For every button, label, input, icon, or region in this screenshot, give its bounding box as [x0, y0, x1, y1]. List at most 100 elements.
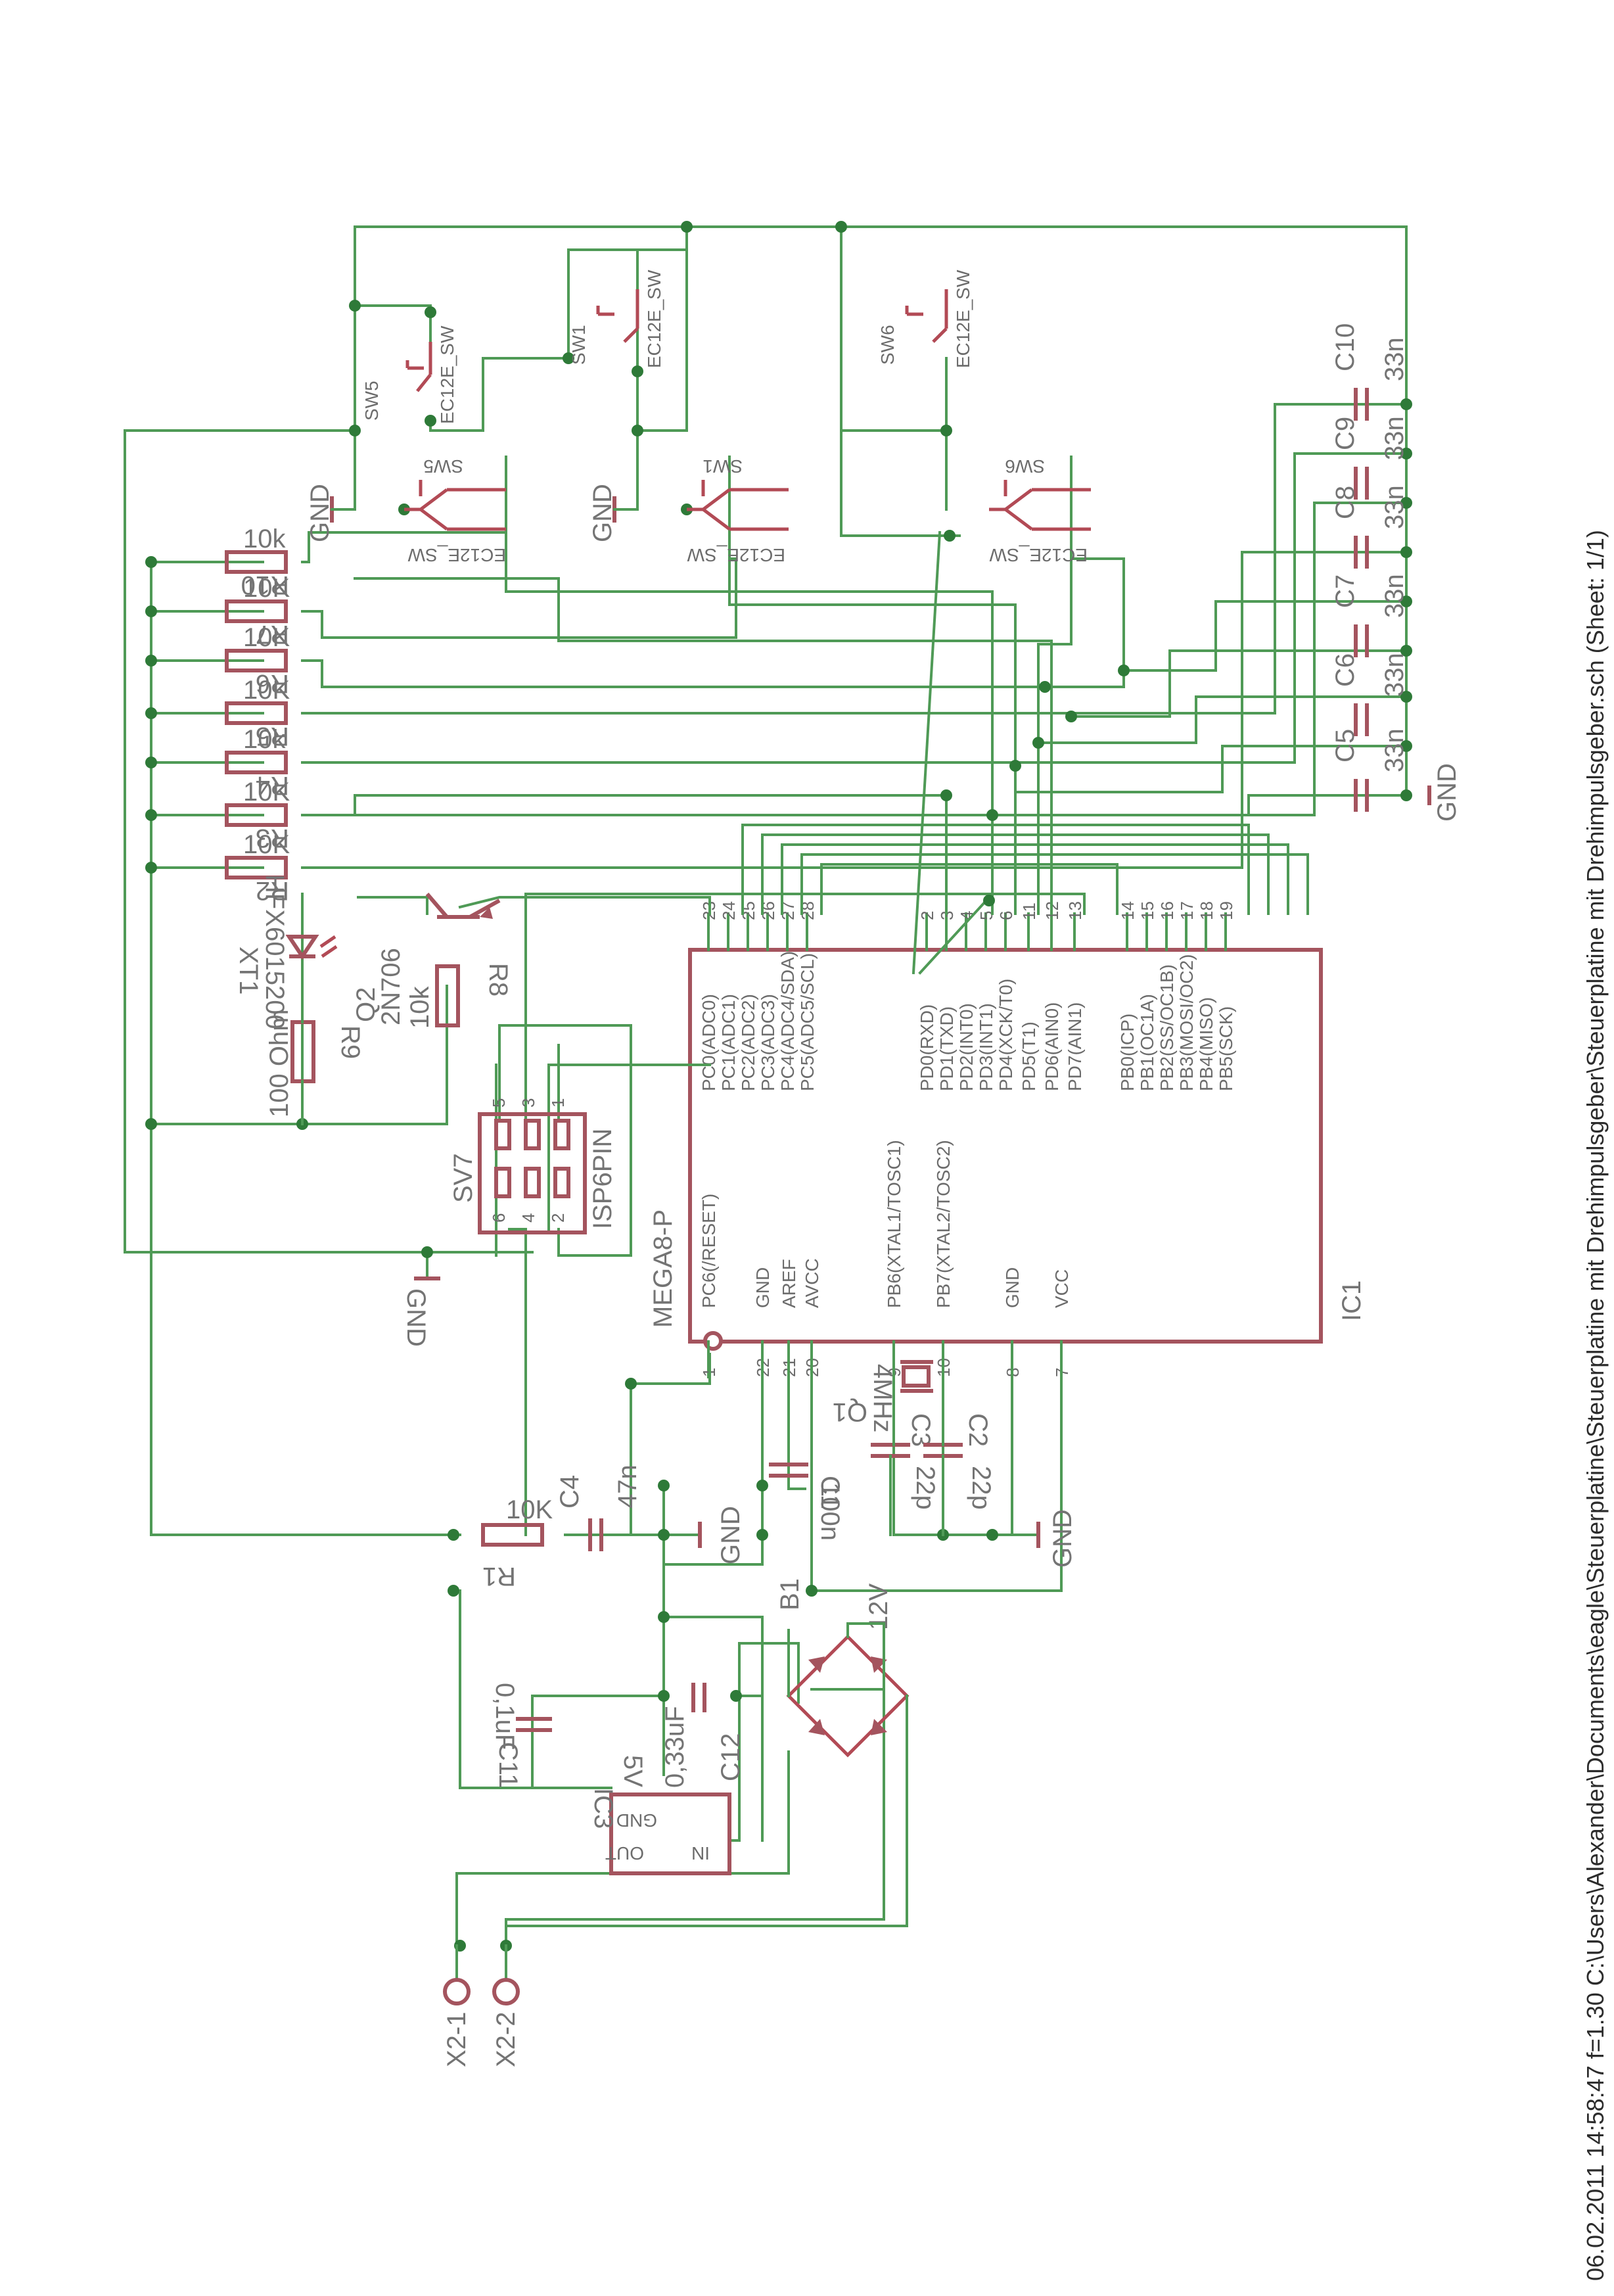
sw6-type-top: EC12E_SW [953, 269, 973, 368]
c2-name: C2 [963, 1413, 992, 1447]
resistor-name: R7 [256, 620, 289, 649]
sw1-name-mid: SW1 [703, 456, 743, 477]
sv7-pin-1: 1 [548, 1098, 568, 1108]
ic1-pin-label: PB5(SCK) [1216, 1006, 1236, 1091]
resistor-value: 10k [243, 525, 286, 553]
ic1-pin-label: VCC [1051, 1269, 1072, 1308]
ic1-pin-label: PC1(ADC1) [718, 994, 739, 1091]
capacitor-c1: 100n C1 [769, 1463, 844, 1541]
sv7-pin-6: 6 [489, 1213, 509, 1223]
capacitor-value: 33n [1380, 574, 1409, 618]
ic1-pin-label: PC6(/RESET) [699, 1194, 719, 1308]
ic3-pin-in: IN [691, 1843, 710, 1863]
resistor-name: R6 [256, 669, 289, 698]
c2-value: 22p [967, 1466, 996, 1510]
r1-value: 10K [506, 1495, 553, 1524]
gnd-symbol-isp: GND [402, 1277, 440, 1347]
sw6-type-mid: EC12E_SW [989, 545, 1088, 565]
c3-name: C3 [906, 1413, 935, 1447]
resistor-name: R2 [256, 876, 289, 905]
gnd-symbol-c1: GND [698, 1506, 745, 1564]
c11-value: 0,1uF [490, 1683, 519, 1750]
capacitor-c2: 22p C2 [923, 1413, 996, 1510]
ic1-pin-label: PC5(ADC5/SCL) [797, 953, 818, 1091]
capacitor-name: C7 [1331, 574, 1360, 608]
sw6-name-top: SW6 [877, 325, 898, 365]
led-name: XT1 [234, 947, 263, 995]
gnd-label-isp: GND [402, 1288, 430, 1347]
ic3-pin-gnd: GND [616, 1810, 657, 1831]
isp-header-sv7: 5 3 1 6 4 2 SV7 ISP6PIN [449, 1098, 617, 1234]
encoder-sw5-mid: SW5 EC12E_SW [404, 456, 506, 565]
capacitor-value: 33n [1380, 728, 1409, 772]
resistor-name: R3 [256, 824, 289, 853]
c4-name: C4 [555, 1475, 584, 1509]
ic3-pin-out: OUT [605, 1843, 644, 1863]
ic1-pin-number: 16 [1157, 901, 1177, 920]
terminal-x2-1: X2-1 [442, 1944, 471, 2068]
resistor-body [225, 599, 288, 623]
ic1-pin-label: PD5(T1) [1019, 1021, 1039, 1091]
c12-name: C12 [716, 1733, 745, 1781]
q1-name: Q1 [833, 1397, 867, 1426]
resistor-name: R4 [256, 771, 289, 800]
ic1-pin-label: PC2(ADC2) [738, 994, 758, 1091]
ic1-pin-number: 14 [1118, 901, 1138, 920]
ic1-pin-label: PB4(MISO) [1196, 997, 1216, 1091]
sv7-name: SV7 [449, 1153, 478, 1203]
ic1-pin-label: PD4(XCK/T0) [996, 979, 1016, 1091]
ic1-pin-label: GND [752, 1267, 773, 1308]
ic1-pin-number: 15 [1138, 901, 1157, 920]
capacitor-name: C9 [1331, 417, 1360, 450]
ic1-pin-label: PD1(TXD) [936, 1006, 957, 1091]
sw5-name-mid: SW5 [423, 456, 463, 477]
encoder-sw6-top: EC12E_SW SW6 [877, 269, 973, 368]
regulator-ic3: GND OUT IN IC3 5V [589, 1755, 731, 1875]
resistor-value: 10K [243, 676, 290, 705]
r1-name: R1 [482, 1562, 516, 1591]
ic1-pin-label: PB3(MOSI/OC2) [1176, 954, 1197, 1091]
led-type: HFX6015200 [260, 874, 289, 1029]
r8-value: 10k [405, 986, 434, 1029]
resistor-value: 10K [243, 830, 290, 859]
ic1-pin-label: AREF [779, 1259, 799, 1308]
capacitor-name: C5 [1331, 729, 1360, 762]
ic1-pin-label: PD7(AIN1) [1065, 1002, 1085, 1091]
resistor-value: 10K [243, 778, 290, 807]
q1-value: 4MHz [868, 1364, 897, 1432]
ic1-pin-number: 13 [1065, 901, 1085, 920]
capacitor-c4: 47n C4 [555, 1464, 642, 1551]
ic1-pin-number: 18 [1197, 901, 1216, 920]
ic1-pin-label: PD3(INT1) [976, 1003, 996, 1091]
ic1-pin-label: PB2(SS/OC1B) [1157, 964, 1177, 1091]
capacitor-value: 33n [1380, 485, 1409, 529]
capacitor-c3: 22p C3 [871, 1413, 940, 1510]
sw1-type-top: EC12E_SW [644, 269, 664, 368]
sw5-type-mid: EC12E_SW [407, 545, 506, 565]
resistor-body [225, 649, 288, 672]
ic1-pin-label: PC0(ADC0) [699, 994, 719, 1091]
x2-1-label: X2-1 [442, 2012, 471, 2068]
resistor-body [225, 550, 288, 574]
resistor-r8: 10k R8 [405, 963, 513, 1029]
ic1-pin-label: PD2(INT0) [956, 1003, 977, 1091]
resistor-body [225, 803, 288, 827]
resistor-r9: 100 Ohm R9 [265, 965, 365, 1125]
encoder-sw1-top: EC12E_SW SW1 [568, 269, 664, 368]
sw1-type-mid: EC12E_SW [687, 545, 785, 565]
led-xt1: HFX6015200 XT1 [234, 874, 338, 1029]
resistor-body [225, 856, 288, 879]
ic1-pin-label: PB6(XTAL1/TOSC1) [884, 1140, 904, 1308]
capacitor-c11: 0,1uF C11 [490, 1683, 552, 1788]
ic1-pin-number: 17 [1177, 901, 1197, 920]
gnd-label-xtal: GND [1048, 1509, 1077, 1568]
gnd-label-capbank: GND [1433, 763, 1462, 822]
b1-name: B1 [775, 1578, 804, 1610]
ic3-name: IC3 [589, 1788, 618, 1829]
ic1-pin-number: 11 [1019, 902, 1039, 920]
encoder-sw1-mid: SW1 EC12E_SW [687, 456, 789, 565]
ic1-pin-label: PD0(RXD) [917, 1004, 937, 1091]
ic1-pin-number: 2 [917, 911, 937, 920]
sw5-type-top: EC12E_SW [437, 325, 457, 424]
